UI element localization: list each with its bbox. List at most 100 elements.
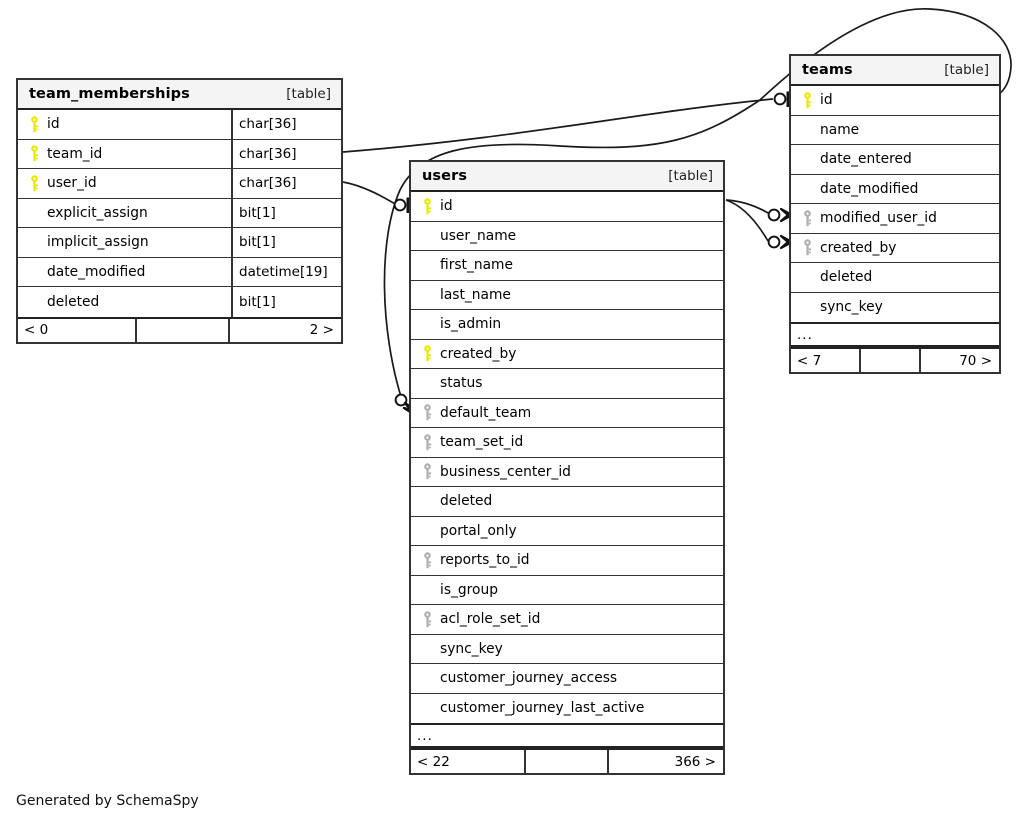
column-row[interactable]: date_entered	[791, 145, 999, 175]
column-name: customer_journey_access	[440, 670, 618, 687]
column-name-cell: created_by	[411, 340, 723, 369]
key-placeholder	[419, 581, 436, 599]
foreign-key-icon	[419, 433, 436, 451]
key-placeholder	[419, 699, 436, 717]
column-row[interactable]: deleted	[411, 487, 723, 517]
footer-middle	[524, 750, 609, 773]
column-name: sync_key	[820, 299, 883, 316]
column-row[interactable]: team_set_id	[411, 428, 723, 458]
column-name-cell: deleted	[18, 287, 231, 317]
column-name: last_name	[440, 286, 511, 303]
column-name-cell: team_set_id	[411, 428, 723, 457]
column-row[interactable]: is_group	[411, 575, 723, 605]
table-header-teams: teams[table]	[791, 56, 999, 86]
column-row[interactable]: created_by	[411, 339, 723, 369]
column-name: user_id	[47, 175, 97, 192]
generated-by-credit: Generated by SchemaSpy	[16, 793, 199, 809]
column-name: is_group	[440, 581, 498, 598]
column-name-cell: deleted	[411, 487, 723, 516]
column-row[interactable]: default_team	[411, 398, 723, 428]
footer-parents-count[interactable]: < 7	[797, 352, 822, 369]
column-name: deleted	[440, 493, 493, 510]
column-row[interactable]: reports_to_id	[411, 546, 723, 576]
table-title: team_memberships	[29, 86, 190, 102]
column-name-cell: is_group	[411, 576, 723, 605]
column-row[interactable]: customer_journey_access	[411, 664, 723, 694]
column-name: acl_role_set_id	[440, 611, 541, 628]
column-row[interactable]: portal_only	[411, 516, 723, 546]
column-type: datetime[19]	[231, 257, 341, 286]
key-placeholder	[419, 669, 436, 687]
key-placeholder	[419, 374, 436, 392]
table-kind-label: [table]	[286, 86, 331, 102]
column-row[interactable]: id	[791, 86, 999, 116]
column-row[interactable]: acl_role_set_id	[411, 605, 723, 635]
column-name-cell: reports_to_id	[411, 546, 723, 575]
foreign-key-icon	[799, 209, 816, 227]
column-name: created_by	[440, 345, 517, 362]
edge-team-memberships-team-id-to-teams-id	[342, 98, 774, 153]
column-name-cell: customer_journey_last_active	[411, 694, 723, 724]
footer-middle	[135, 318, 230, 342]
footer-children-count[interactable]: 70 >	[959, 352, 992, 369]
column-row[interactable]: sync_key	[791, 292, 999, 322]
table-header-users: users [table]	[411, 162, 723, 192]
column-name-cell: status	[411, 369, 723, 398]
column-row[interactable]: user_name	[411, 221, 723, 251]
key-placeholder	[799, 268, 816, 286]
footer-parents-count[interactable]: < 0	[24, 322, 49, 338]
table-title: users	[422, 168, 468, 184]
key-placeholder	[419, 286, 436, 304]
foreign-key-icon	[419, 610, 436, 628]
column-row[interactable]: sync_key	[411, 634, 723, 664]
table-kind-label: [table]	[668, 168, 713, 184]
column-name-cell: id	[411, 192, 723, 221]
footer-children-count[interactable]: 2 >	[309, 322, 334, 338]
column-row[interactable]: is_admin	[411, 310, 723, 340]
column-row[interactable]: date_modified	[791, 174, 999, 204]
column-row[interactable]: created_by	[791, 233, 999, 263]
column-row[interactable]: first_name	[411, 251, 723, 281]
column-name: implicit_assign	[47, 234, 149, 251]
column-name: business_center_id	[440, 463, 571, 480]
column-name-cell: id	[791, 86, 999, 115]
table-header-team_memberships: team_memberships [table]	[18, 80, 341, 110]
column-row[interactable]: status	[411, 369, 723, 399]
foreign-key-icon	[419, 463, 436, 481]
column-name-cell: name	[791, 116, 999, 145]
column-name: id	[820, 92, 833, 109]
column-name-cell: date_modified	[791, 175, 999, 204]
column-row[interactable]: business_center_id	[411, 457, 723, 487]
column-name: default_team	[440, 404, 532, 421]
column-name: is_admin	[440, 316, 502, 333]
column-type: bit[1]	[231, 198, 341, 227]
column-row[interactable]: deleted	[791, 263, 999, 293]
column-row[interactable]: modified_user_id	[791, 204, 999, 234]
column-name-cell: implicit_assign	[18, 228, 231, 257]
column-row[interactable]: last_name	[411, 280, 723, 310]
footer-parents-count[interactable]: < 22	[417, 753, 450, 770]
column-name-cell: last_name	[411, 281, 723, 310]
column-row[interactable]: customer_journey_last_active	[411, 693, 723, 724]
key-placeholder	[799, 298, 816, 316]
key-placeholder	[419, 256, 436, 274]
primary-key-icon	[26, 145, 43, 163]
footer-children-count[interactable]: 366 >	[674, 753, 716, 770]
column-row[interactable]: name	[791, 115, 999, 145]
column-row[interactable]: id	[411, 192, 723, 222]
edge-team-memberships-user-id-to-users-id	[342, 181, 398, 206]
footer-middle	[859, 349, 921, 372]
column-name-cell: sync_key	[411, 635, 723, 664]
foreign-key-icon	[419, 551, 436, 569]
